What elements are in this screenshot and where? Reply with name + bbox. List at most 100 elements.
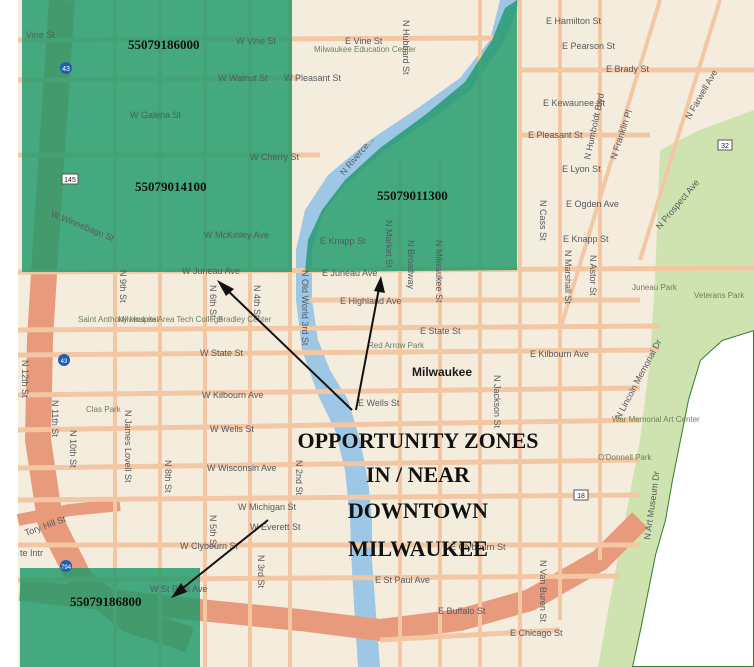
street-label: N Jackson St xyxy=(492,375,502,429)
street-label: W Vine St xyxy=(236,36,276,46)
street-label: E Wells St xyxy=(358,398,400,408)
opportunity-zone-1[interactable] xyxy=(22,0,292,272)
street-label: E Buffalo St xyxy=(438,606,486,616)
street-label: E Chicago St xyxy=(510,628,563,638)
place-label: O'Donnell Park xyxy=(598,453,653,462)
street-label: N Broadway xyxy=(406,240,416,290)
svg-text:43: 43 xyxy=(62,66,70,73)
street-label: N 8th St xyxy=(163,460,173,493)
street-label: N James Lovell St xyxy=(123,410,133,483)
street-label: N 9th St xyxy=(118,270,128,303)
callout-line: MILWAUKEE xyxy=(348,536,488,561)
milwaukee-river xyxy=(296,0,520,667)
opportunity-zone-4[interactable] xyxy=(20,568,200,667)
street-label: W Everett St xyxy=(250,522,301,532)
street-label: E Vine St xyxy=(345,36,383,46)
arrowhead-icon xyxy=(171,583,187,598)
place-label: Juneau Park xyxy=(632,283,678,292)
place-label: Milwaukee Area Tech College xyxy=(118,315,223,324)
svg-text:794: 794 xyxy=(61,565,72,571)
svg-text:145: 145 xyxy=(64,177,76,184)
street-label: E Clybourn St xyxy=(450,542,506,552)
street-label: N 5th St xyxy=(208,515,218,548)
street-label: E Knapp St xyxy=(320,236,366,246)
street-label: E Kilbourn Ave xyxy=(530,349,589,359)
street-label: W McKinley Ave xyxy=(204,230,269,240)
place-label: Veterans Park xyxy=(694,291,745,300)
street-label: N Milwaukee St xyxy=(434,240,444,303)
street-label: N Market St xyxy=(384,220,394,268)
place-label: Milwaukee Education Center xyxy=(314,45,416,54)
place-labels: Juneau Park Veterans Park War Memorial A… xyxy=(78,45,745,462)
state-route-shield-icon: 32 xyxy=(717,139,733,151)
street-label: W Galena St xyxy=(130,110,182,120)
street-label: N 10th St xyxy=(68,430,78,468)
arrowhead-icon xyxy=(217,280,234,296)
street-label: E Pearson St xyxy=(562,41,616,51)
street-label: N 2nd St xyxy=(294,460,304,496)
street-label: E Juneau Ave xyxy=(322,268,377,278)
callout-line: IN / NEAR xyxy=(366,462,471,487)
street-label: W Cherry St xyxy=(250,152,300,162)
svg-text:18: 18 xyxy=(577,493,585,500)
highway-shields: 43 145 18 43 794 32 xyxy=(58,62,733,572)
street-label: E Lyon St xyxy=(562,164,601,174)
street-label: W Kilbourn Ave xyxy=(202,390,263,400)
street-label: E Knapp St xyxy=(563,234,609,244)
place-label: Bradley Center xyxy=(218,315,272,324)
street-label: W Wisconsin Ave xyxy=(207,463,276,473)
street-label: N 6th St xyxy=(208,285,218,318)
street-label: E Brady St xyxy=(606,64,650,74)
arrowhead-icon xyxy=(374,276,385,293)
place-label: Saint Anthony Hospital xyxy=(78,315,159,324)
arrow-to-zone-east xyxy=(355,282,381,411)
interstate-shield-icon: 794 xyxy=(60,560,72,572)
opportunity-zone-3[interactable] xyxy=(305,0,517,272)
zone-label: 55079186800 xyxy=(70,594,142,609)
state-route-shield-icon: 145 xyxy=(61,173,79,185)
callout-line: OPPORTUNITY ZONES xyxy=(297,428,538,453)
street-label: N 3rd St xyxy=(256,555,266,589)
street-label: W Wells St xyxy=(210,424,254,434)
street-label: E Hamilton St xyxy=(546,16,602,26)
street-label: E Kewaunee St xyxy=(543,98,606,108)
street-label: N Marshall St xyxy=(563,250,573,305)
street-label: E Highland Ave xyxy=(340,296,401,306)
street-label: N Old World 3rd St xyxy=(300,270,310,346)
street-label: E Pleasant St xyxy=(528,130,583,140)
street-label: W State St xyxy=(200,348,244,358)
street-label: N 11th St xyxy=(50,400,60,437)
zone-label: 55079186000 xyxy=(128,37,200,52)
interstate-shield-icon: 43 xyxy=(60,62,72,74)
street-label: E St Paul Ave xyxy=(375,575,430,585)
street-label: N Cass St xyxy=(538,200,548,241)
zone-label: 55079011300 xyxy=(377,188,448,203)
street-label: W Juneau Ave xyxy=(182,266,240,276)
street-label: W Walnut St xyxy=(218,73,268,83)
street-label: W Pleasant St xyxy=(284,73,342,83)
street-label: W Clybourn St xyxy=(180,541,239,551)
zone-label: 55079014100 xyxy=(135,179,207,194)
street-label: N Hubbard St xyxy=(401,20,411,75)
place-label: Red Arrow Park xyxy=(368,341,425,350)
callout-arrows xyxy=(177,282,381,593)
place-label: War Memorial Art Center xyxy=(612,415,700,424)
arrow-to-zone-south xyxy=(177,519,269,593)
street-label: N 12th St xyxy=(20,360,30,398)
callout-line: DOWNTOWN xyxy=(348,498,488,523)
highway-ramp xyxy=(16,499,121,526)
street-label: te Intr xyxy=(20,548,43,558)
street-label: E State St xyxy=(420,326,461,336)
arrow-to-zone-west xyxy=(223,286,353,411)
street-label: W Michigan St xyxy=(238,502,297,512)
arrowheads xyxy=(171,276,385,598)
svg-text:32: 32 xyxy=(721,143,729,150)
place-label: Clas Park xyxy=(86,405,122,414)
street-label: E Ogden Ave xyxy=(566,199,619,209)
us-route-shield-icon: 18 xyxy=(573,489,589,501)
street-label: N Astor St xyxy=(588,255,598,296)
city-label: Milwaukee xyxy=(412,365,472,379)
street-label: N Van Buren St xyxy=(538,560,548,622)
